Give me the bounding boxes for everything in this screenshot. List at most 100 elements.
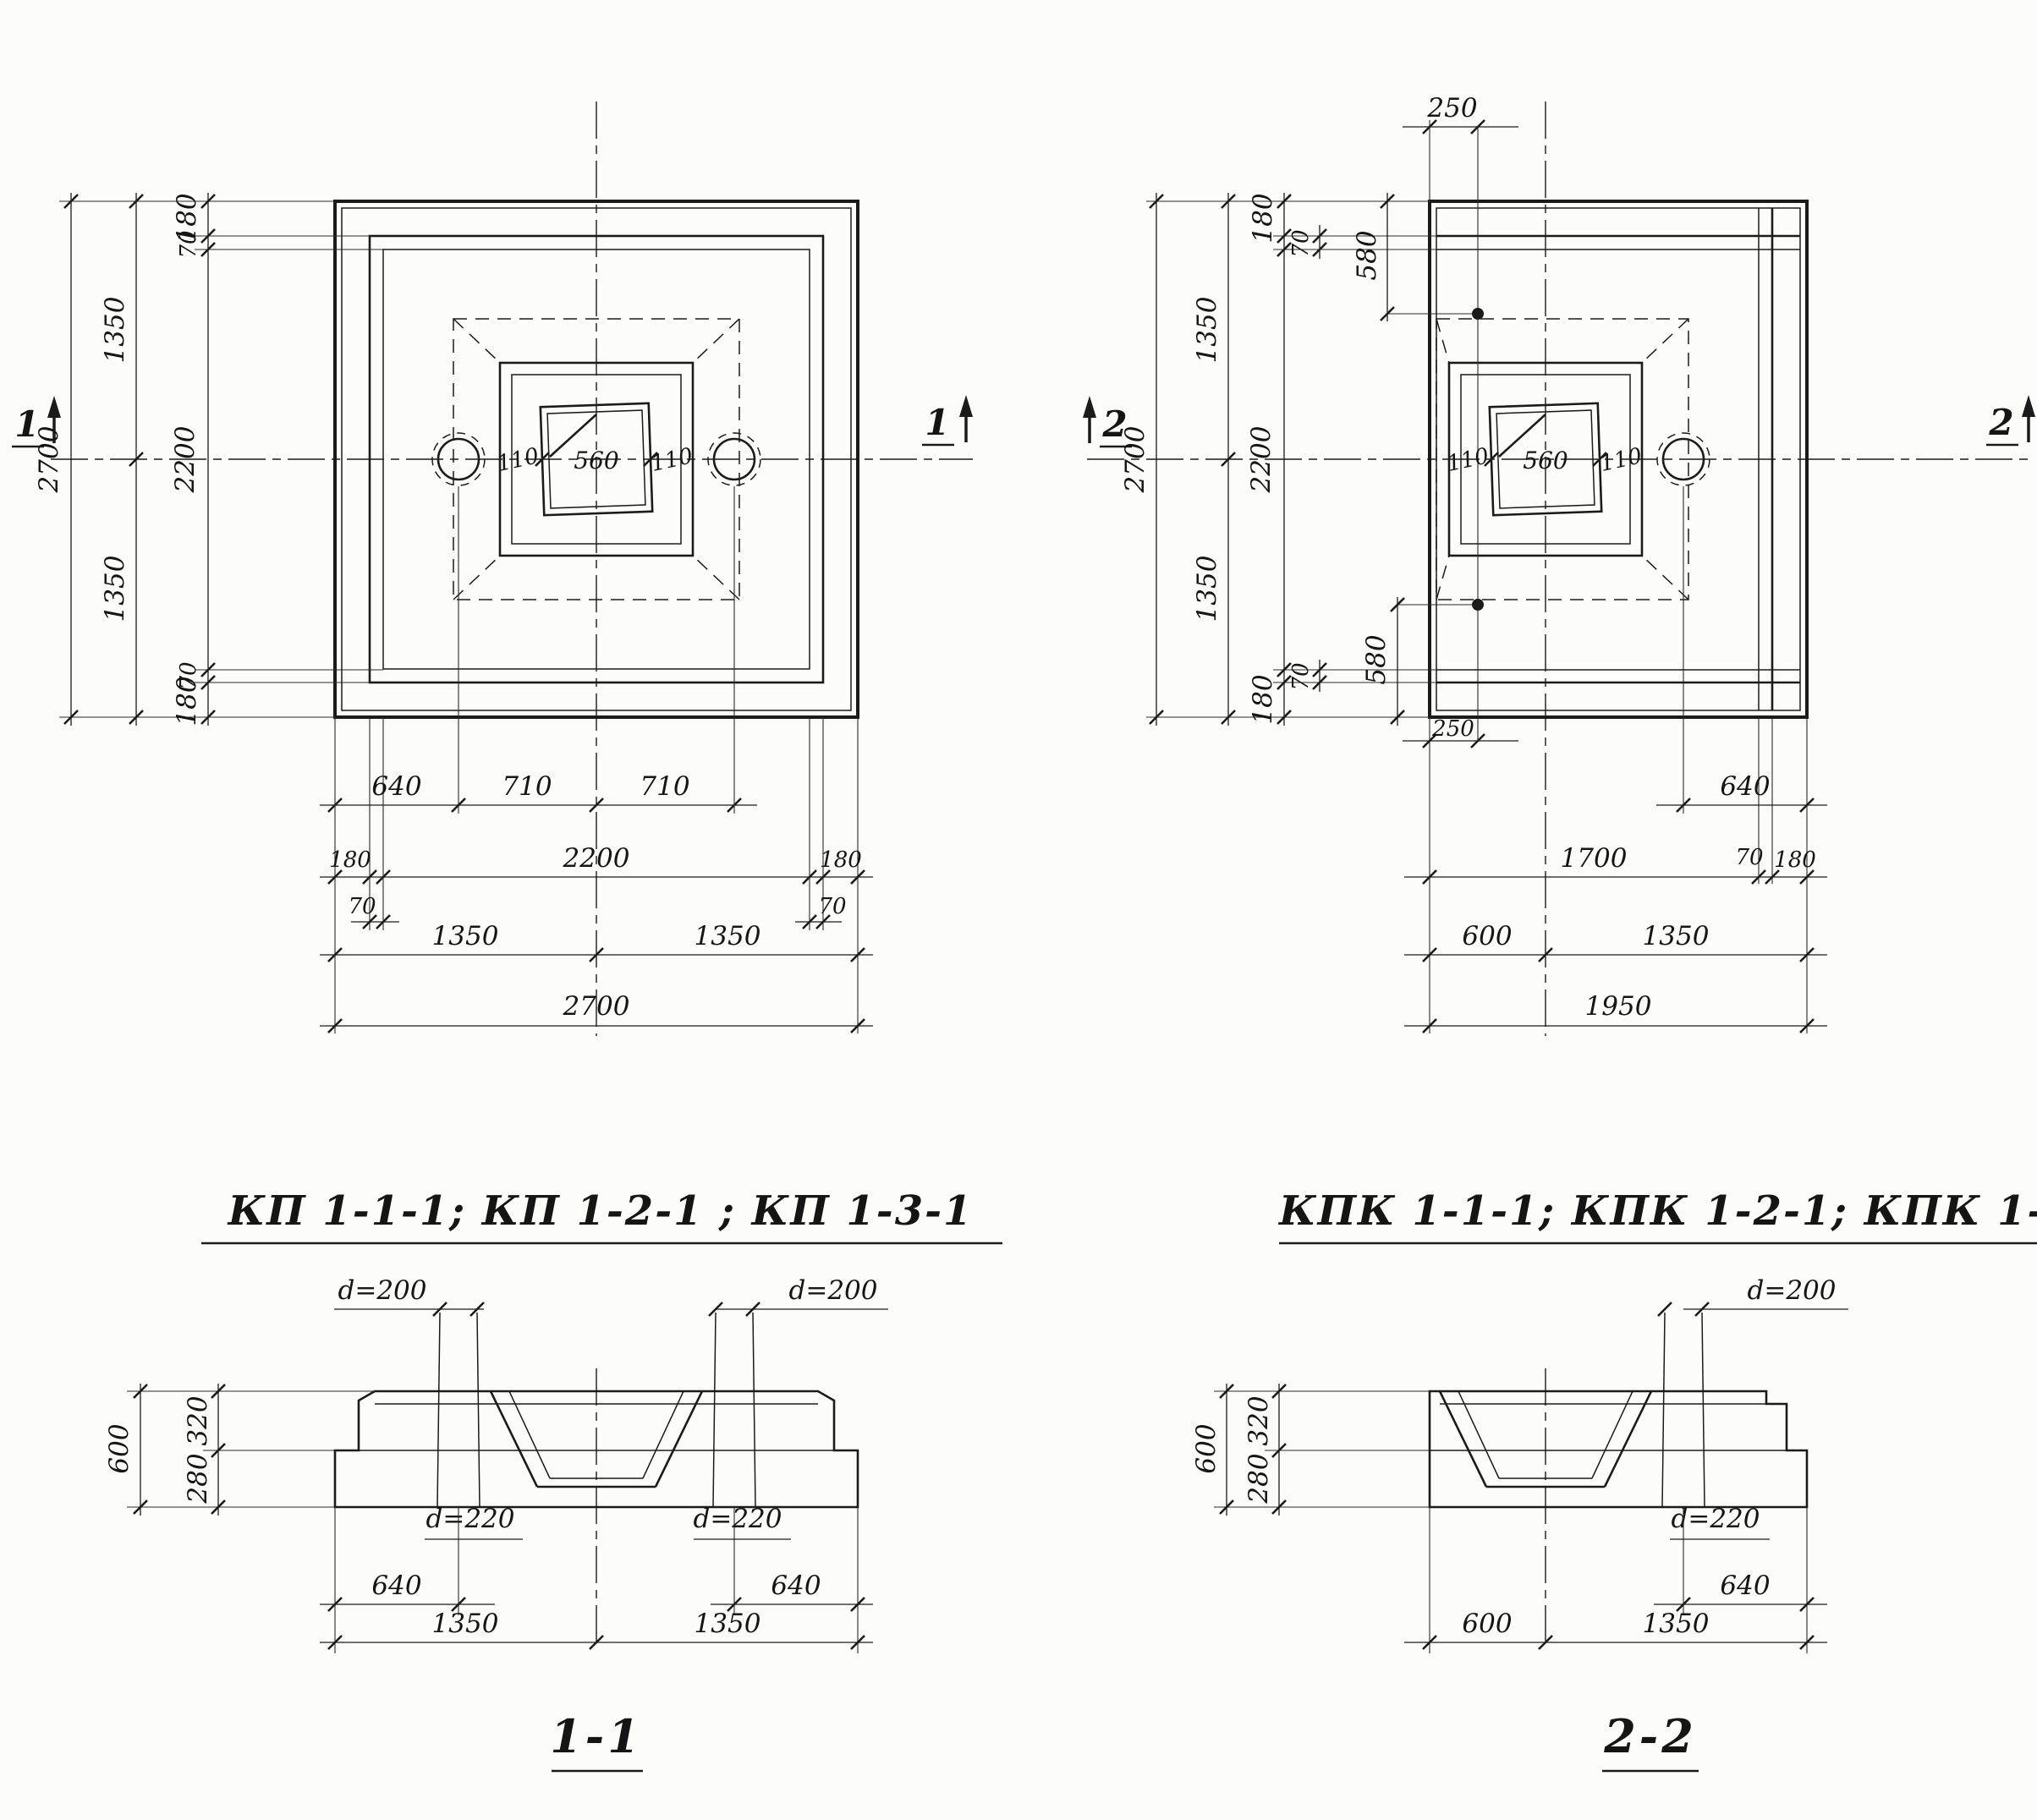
dim-label: 1350 xyxy=(1192,556,1222,622)
dim-label: 1700 xyxy=(1561,843,1628,874)
dim-label: 600 xyxy=(104,1423,135,1473)
sec1-dims-left: 320 280 600 xyxy=(104,1383,375,1516)
dim-label: 70 xyxy=(818,894,846,919)
dim-label: 1350 xyxy=(432,1609,499,1639)
dim-label: 640 xyxy=(771,1571,821,1601)
sec1-body xyxy=(333,1312,859,1649)
plan2-dim-bottom250: 250 xyxy=(1403,716,1518,749)
hole-dia-label: d=220 xyxy=(1672,1504,1760,1534)
plan2-dims-inner: 110 560 110 xyxy=(1445,443,1644,477)
dim-label: 710 xyxy=(640,771,689,802)
plan2-dim-top: 250 xyxy=(1403,93,1518,201)
plan1-dims-left: 180 70 1350 2700 2200 1350 70 180 xyxy=(34,193,383,726)
dim-label: 250 xyxy=(1431,716,1474,742)
dim-label: 640 xyxy=(371,771,421,802)
dim-label: 2700 xyxy=(1120,426,1150,494)
plan1-cut-mark-left: 1 xyxy=(12,394,63,448)
foundation-plan-kpk: 2 2 250 250 xyxy=(1081,93,2037,1036)
dim-label: 320 xyxy=(1244,1395,1274,1445)
dim-label: 180 xyxy=(1248,674,1278,724)
dim-label: 70 xyxy=(1735,845,1763,870)
section-2-2: КПК 1-1-1; КПК 1-2-1; КПК 1-3-1 d=200 d=… xyxy=(1191,1187,2037,1773)
dim-label: 560 xyxy=(574,447,618,474)
cut-number: 1 xyxy=(14,403,39,445)
dim-label: 180 xyxy=(172,193,202,243)
dim-label: 250 xyxy=(1426,93,1477,123)
dim-label: 70 xyxy=(176,661,201,689)
dim-label: 580 xyxy=(1361,634,1392,684)
dim-label: 2200 xyxy=(563,843,630,874)
dim-label: 1350 xyxy=(1643,921,1710,951)
hole-dia-label: d=200 xyxy=(1748,1275,1837,1306)
plan2-cut-mark-right: 2 xyxy=(1986,393,2037,447)
dim-label: 1350 xyxy=(1192,297,1222,364)
dim-label: 1350 xyxy=(432,921,499,951)
dim-label: 180 xyxy=(820,847,862,873)
hole-dia-label: d=220 xyxy=(694,1504,782,1534)
dim-label: 600 xyxy=(1462,1609,1512,1639)
dim-label: 2700 xyxy=(34,426,64,494)
plan2-anchor-bolt-top xyxy=(1472,308,1484,320)
dim-label: 600 xyxy=(1191,1423,1222,1473)
section2-caption: 2-2 xyxy=(1603,1709,1697,1763)
dim-label: 1350 xyxy=(695,921,761,951)
dim-label: 110 xyxy=(1445,443,1491,477)
dim-label: 280 xyxy=(1244,1453,1274,1504)
dim-label: 180 xyxy=(172,676,202,726)
dim-label: 1350 xyxy=(695,1609,761,1639)
hole-dia-label: d=200 xyxy=(789,1275,878,1306)
dim-label: 580 xyxy=(1352,230,1382,280)
plan2-axes xyxy=(1087,101,2030,1036)
dim-label: 1950 xyxy=(1585,991,1652,1022)
plan1-axes xyxy=(51,101,973,1036)
foundation-plan-kp: 1 1 180 70 1350 2700 2200 1350 70 180 11… xyxy=(12,101,975,1036)
hole-dia-label: d=220 xyxy=(426,1504,515,1534)
sec1-dims-bottom: 640 640 1350 1350 xyxy=(320,1507,873,1653)
plan2-dims-bottom: 640 1700 70 180 600 1350 1950 xyxy=(1404,486,1827,1034)
dim-label: 600 xyxy=(1462,921,1512,951)
dim-label: 70 xyxy=(1288,229,1314,257)
cut-number: 2 xyxy=(1101,403,1127,445)
plan1-cut-mark-right: 1 xyxy=(922,393,975,447)
sec1-dims-top: d=200 d=200 xyxy=(334,1275,888,1318)
hole-dia-label: d=200 xyxy=(338,1275,427,1306)
sec2-dims-d220: d=220 xyxy=(1670,1504,1770,1540)
sec2-body xyxy=(1428,1312,1809,1649)
plan2-cut-mark-left: 2 xyxy=(1081,394,1132,448)
dim-label: 280 xyxy=(183,1453,213,1504)
sec2-dims-bottom: 640 600 1350 xyxy=(1404,1507,1827,1653)
dim-label: 70 xyxy=(1288,662,1314,690)
dim-label: 110 xyxy=(649,443,695,477)
plan1-dims-inner: 110 560 110 xyxy=(495,443,695,477)
dim-label: 180 xyxy=(1774,847,1816,873)
dim-label: 110 xyxy=(495,443,541,477)
plan1-dims-bottom: 640 710 710 180 2200 180 70 70 1350 1350… xyxy=(320,486,873,1034)
dim-label: 110 xyxy=(1598,443,1644,477)
dim-label: 560 xyxy=(1523,447,1568,474)
sec1-dims-d220: d=220 d=220 xyxy=(425,1504,791,1540)
dim-label: 640 xyxy=(1720,771,1770,802)
dim-label: 710 xyxy=(502,771,552,802)
section1-title: КП 1-1-1; КП 1-2-1 ; КП 1-3-1 xyxy=(227,1187,974,1235)
dim-label: 70 xyxy=(176,230,201,258)
dim-label: 2700 xyxy=(563,991,630,1022)
dim-label: 180 xyxy=(329,847,371,873)
section-1-1: КП 1-1-1; КП 1-2-1 ; КП 1-3-1 d=200 d=20… xyxy=(104,1187,1002,1773)
dim-label: 640 xyxy=(1720,1571,1770,1601)
dim-label: 2200 xyxy=(170,426,200,494)
dim-label: 320 xyxy=(183,1395,213,1445)
dim-label: 2200 xyxy=(1246,426,1277,494)
dim-label: 1350 xyxy=(100,556,130,622)
cut-number: 1 xyxy=(925,402,949,443)
dim-label: 70 xyxy=(348,894,376,919)
cut-number: 2 xyxy=(1988,402,2013,443)
plan2-dims-left: 180 70 580 1350 2700 2200 1350 70 580 18… xyxy=(1120,193,1472,726)
section2-title: КПК 1-1-1; КПК 1-2-1; КПК 1-3-1 xyxy=(1277,1187,2037,1235)
section1-caption: 1-1 xyxy=(550,1709,643,1763)
dim-label: 1350 xyxy=(100,297,130,364)
dim-label: 640 xyxy=(371,1571,421,1601)
sec2-dims-top: d=200 xyxy=(1656,1275,1848,1318)
dim-label: 180 xyxy=(1248,193,1278,243)
